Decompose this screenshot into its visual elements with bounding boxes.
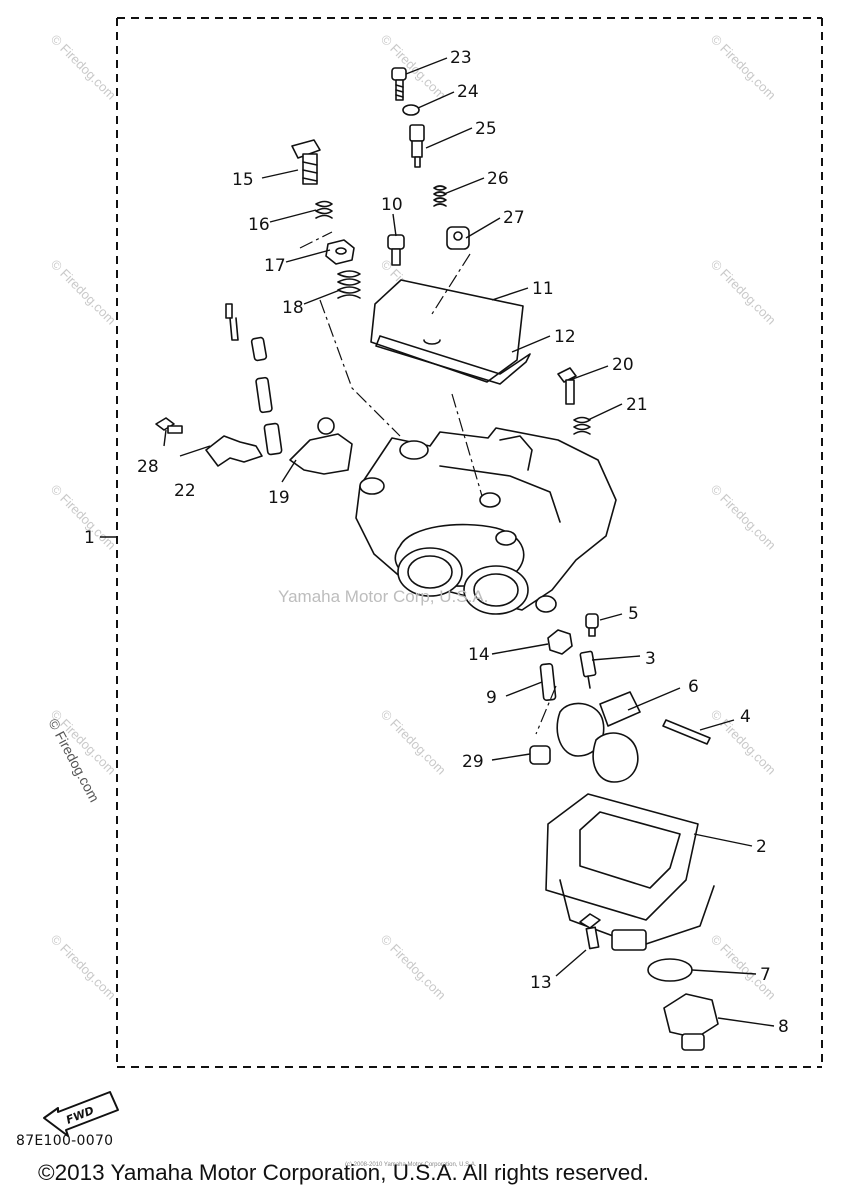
callout-24: 24 xyxy=(457,82,479,102)
callout-29: 29 xyxy=(462,752,484,772)
carburetor-body xyxy=(355,427,617,615)
spring-part-18 xyxy=(337,270,361,299)
firedog-watermark-2: © Firedog.com xyxy=(708,32,779,103)
callout-5: 5 xyxy=(628,604,639,624)
callout-21: 21 xyxy=(626,395,648,415)
nut-part-17 xyxy=(325,239,355,265)
forward-arrow-icon: FWD xyxy=(43,1091,119,1137)
callout-26: 26 xyxy=(487,169,509,189)
firedog-watermark-8: © Firedog.com xyxy=(708,482,779,553)
screw-part-23 xyxy=(391,67,407,101)
callout-28: 28 xyxy=(137,457,159,477)
callout-6: 6 xyxy=(688,677,699,697)
diagram-code: 87E100-0070 xyxy=(16,1133,114,1149)
callout-16: 16 xyxy=(248,215,270,235)
callout-23: 23 xyxy=(450,48,472,68)
callout-12: 12 xyxy=(554,327,576,347)
screw-part-13 xyxy=(579,913,601,950)
pin-part-4 xyxy=(662,719,711,745)
needle-valve-part-3 xyxy=(579,650,597,689)
callout-19: 19 xyxy=(268,488,290,508)
screw-part-10 xyxy=(387,234,405,266)
callout-25: 25 xyxy=(475,119,497,139)
gasket-part-12 xyxy=(375,335,531,385)
callout-14: 14 xyxy=(468,645,490,665)
callout-18: 18 xyxy=(282,298,304,318)
screw-part-5 xyxy=(585,613,599,637)
screw-part-28 xyxy=(155,417,183,434)
cap-part-27 xyxy=(446,226,470,250)
callout-4: 4 xyxy=(740,707,751,727)
callout-17: 17 xyxy=(264,256,286,276)
screw-part-15 xyxy=(291,139,321,185)
callout-3: 3 xyxy=(645,649,656,669)
callout-2: 2 xyxy=(756,837,767,857)
float-part-6 xyxy=(556,691,641,783)
callout-10: 10 xyxy=(381,195,403,215)
spring-part-26 xyxy=(433,185,447,207)
callout-22: 22 xyxy=(174,481,196,501)
washer-part-24 xyxy=(402,104,420,116)
firedog-watermark-12: © Firedog.com xyxy=(48,932,119,1003)
callout-27: 27 xyxy=(503,208,525,228)
leader-lines xyxy=(100,57,775,1027)
screw-part-20 xyxy=(557,367,577,405)
nut-part-14 xyxy=(547,629,573,655)
firedog-watermark-1: © Firedog.com xyxy=(378,32,449,103)
callout-9: 9 xyxy=(486,688,497,708)
callout-13: 13 xyxy=(530,973,552,993)
cover-part-11 xyxy=(370,279,524,383)
o-ring-part-7 xyxy=(647,958,693,982)
cap-part-29 xyxy=(529,745,551,765)
float-bowl-part-2 xyxy=(545,793,715,951)
copyright-notice: ©2013 Yamaha Motor Corporation, U.S.A. A… xyxy=(38,1160,650,1185)
bracket-part-22 xyxy=(205,435,263,467)
firedog-watermark-5: © Firedog.com xyxy=(708,257,779,328)
firedog-watermark-3: © Firedog.com xyxy=(48,257,119,328)
assembly-frame xyxy=(116,17,823,1068)
copyright-fineprint: (c) 2008-2010 Yamaha Motor Corporation, … xyxy=(345,1162,477,1168)
callout-15: 15 xyxy=(232,170,254,190)
callout-1: 1 xyxy=(84,528,95,548)
drain-plug-part-8 xyxy=(663,993,719,1051)
alignment-lines xyxy=(299,231,557,735)
firedog-watermark-13: © Firedog.com xyxy=(378,932,449,1003)
firedog-watermark-0: © Firedog.com xyxy=(48,32,119,103)
callout-8: 8 xyxy=(778,1017,789,1037)
spring-part-16 xyxy=(315,200,333,219)
jet-part-9 xyxy=(539,662,557,702)
firedog-watermark-10: © Firedog.com xyxy=(378,707,449,778)
callout-20: 20 xyxy=(612,355,634,375)
yamaha-watermark: Yamaha Motor Corp, U.S.A. xyxy=(278,587,488,606)
spring-part-21 xyxy=(573,416,591,435)
callout-labels: 23 24 25 26 27 15 16 17 18 10 11 12 20 2… xyxy=(84,48,789,1037)
sensor-part-19 xyxy=(225,303,353,475)
callout-11: 11 xyxy=(532,279,554,299)
callout-7: 7 xyxy=(760,965,771,985)
jet-part-25 xyxy=(409,124,425,168)
